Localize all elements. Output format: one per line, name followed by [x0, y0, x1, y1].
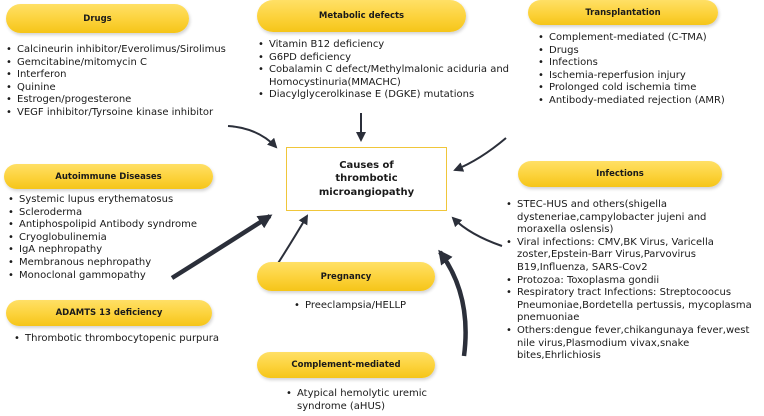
center-title-line: microangiopathy [318, 186, 415, 198]
transplantation-header: Transplantation [528, 0, 718, 25]
arrow-drugs [227, 125, 278, 149]
arrow-complement [438, 249, 468, 357]
list-item: VEGF inhibitor/Tyrsoine kinase inhibitor [6, 107, 266, 120]
complement-list: Atypical hemolytic uremic syndrome (aHUS… [286, 388, 456, 413]
metabolic-list: Vitamin B12 deficiency G6PD deficiency C… [258, 39, 520, 102]
list-item: G6PD deficiency [258, 52, 520, 65]
pregnancy-title: Pregnancy [320, 271, 372, 282]
list-item: STEC-HUS and others(shigella dysteneriae… [506, 199, 756, 237]
list-item: Cobalamin C defect/Methylmalonic aciduri… [258, 64, 520, 89]
center-topic-box: Causes of thrombotic microangiopathy [286, 147, 447, 211]
adamts13-title: ADAMTS 13 deficiency [55, 308, 163, 318]
list-item: Membranous nephropathy [8, 257, 248, 270]
pregnancy-list: Preeclampsia/HELLP [294, 300, 454, 313]
list-item: Ischemia-reperfusion injury [538, 70, 758, 83]
list-item: Others:dengue fever,chikangunaya fever,w… [506, 325, 756, 363]
drugs-header: Drugs [6, 4, 189, 33]
list-item: Thrombotic thrombocytopenic purpura [14, 333, 234, 346]
metabolic-title: Metabolic defects [318, 11, 405, 21]
arrow-transplantation [453, 137, 507, 172]
adamts13-header: ADAMTS 13 deficiency [6, 300, 212, 326]
list-item: Antibody-mediated rejection (AMR) [538, 95, 758, 108]
complement-title: Complement-mediated [291, 360, 401, 370]
pregnancy-header: Pregnancy [257, 262, 435, 291]
list-item: Respiratory tract Infections: Streptocoo… [506, 287, 756, 325]
list-item: Protozoa: Toxoplasma gondii [506, 275, 756, 288]
metabolic-header: Metabolic defects [257, 0, 466, 32]
list-item: Drugs [538, 45, 758, 58]
list-item: Gemcitabine/mitomycin C [6, 57, 266, 70]
list-item: IgA nephropathy [8, 244, 248, 257]
list-item: Interferon [6, 69, 266, 82]
drugs-list: Calcineurin inhibitor/Everolimus/Sirolim… [6, 44, 266, 120]
list-item: Systemic lupus erythematosus [8, 194, 248, 207]
list-item: Cryoglobulinemia [8, 232, 248, 245]
arrow-infections [451, 216, 503, 247]
list-item: Monoclonal gammopathy [8, 270, 248, 283]
list-item: Calcineurin inhibitor/Everolimus/Sirolim… [6, 44, 266, 57]
autoimmune-header: Autoimmune Diseases [4, 164, 213, 189]
list-item: Viral infections: CMV,BK Virus, Varicell… [506, 237, 756, 275]
list-item: Scleroderma [8, 207, 248, 220]
list-item: Infections [538, 57, 758, 70]
list-item: Preeclampsia/HELLP [294, 300, 454, 313]
drugs-title: Drugs [83, 13, 112, 24]
list-item: Quinine [6, 82, 266, 95]
list-item: Diacylglycerolkinase E (DGKE) mutations [258, 89, 520, 102]
list-item: Antiphospolipid Antibody syndrome [8, 219, 248, 232]
infections-header: Infections [518, 161, 722, 187]
list-item: Complement-mediated (C-TMA) [538, 32, 758, 45]
autoimmune-list: Systemic lupus erythematosus Scleroderma… [8, 194, 248, 282]
transplantation-title: Transplantation [585, 7, 661, 18]
infections-list: STEC-HUS and others(shigella dysteneriae… [506, 199, 756, 363]
list-item: Vitamin B12 deficiency [258, 39, 520, 52]
infections-title: Infections [596, 169, 644, 179]
list-item: Estrogen/progesterone [6, 94, 266, 107]
center-title-line: Causes of [339, 159, 394, 171]
transplantation-list: Complement-mediated (C-TMA) Drugs Infect… [538, 32, 758, 108]
complement-header: Complement-mediated [257, 352, 435, 378]
center-title-line: thrombotic [335, 173, 398, 185]
autoimmune-title: Autoimmune Diseases [55, 171, 162, 182]
list-item: Prolonged cold ischemia time [538, 82, 758, 95]
list-item: Atypical hemolytic uremic syndrome (aHUS… [286, 388, 456, 413]
adamts13-list: Thrombotic thrombocytopenic purpura [14, 333, 234, 346]
